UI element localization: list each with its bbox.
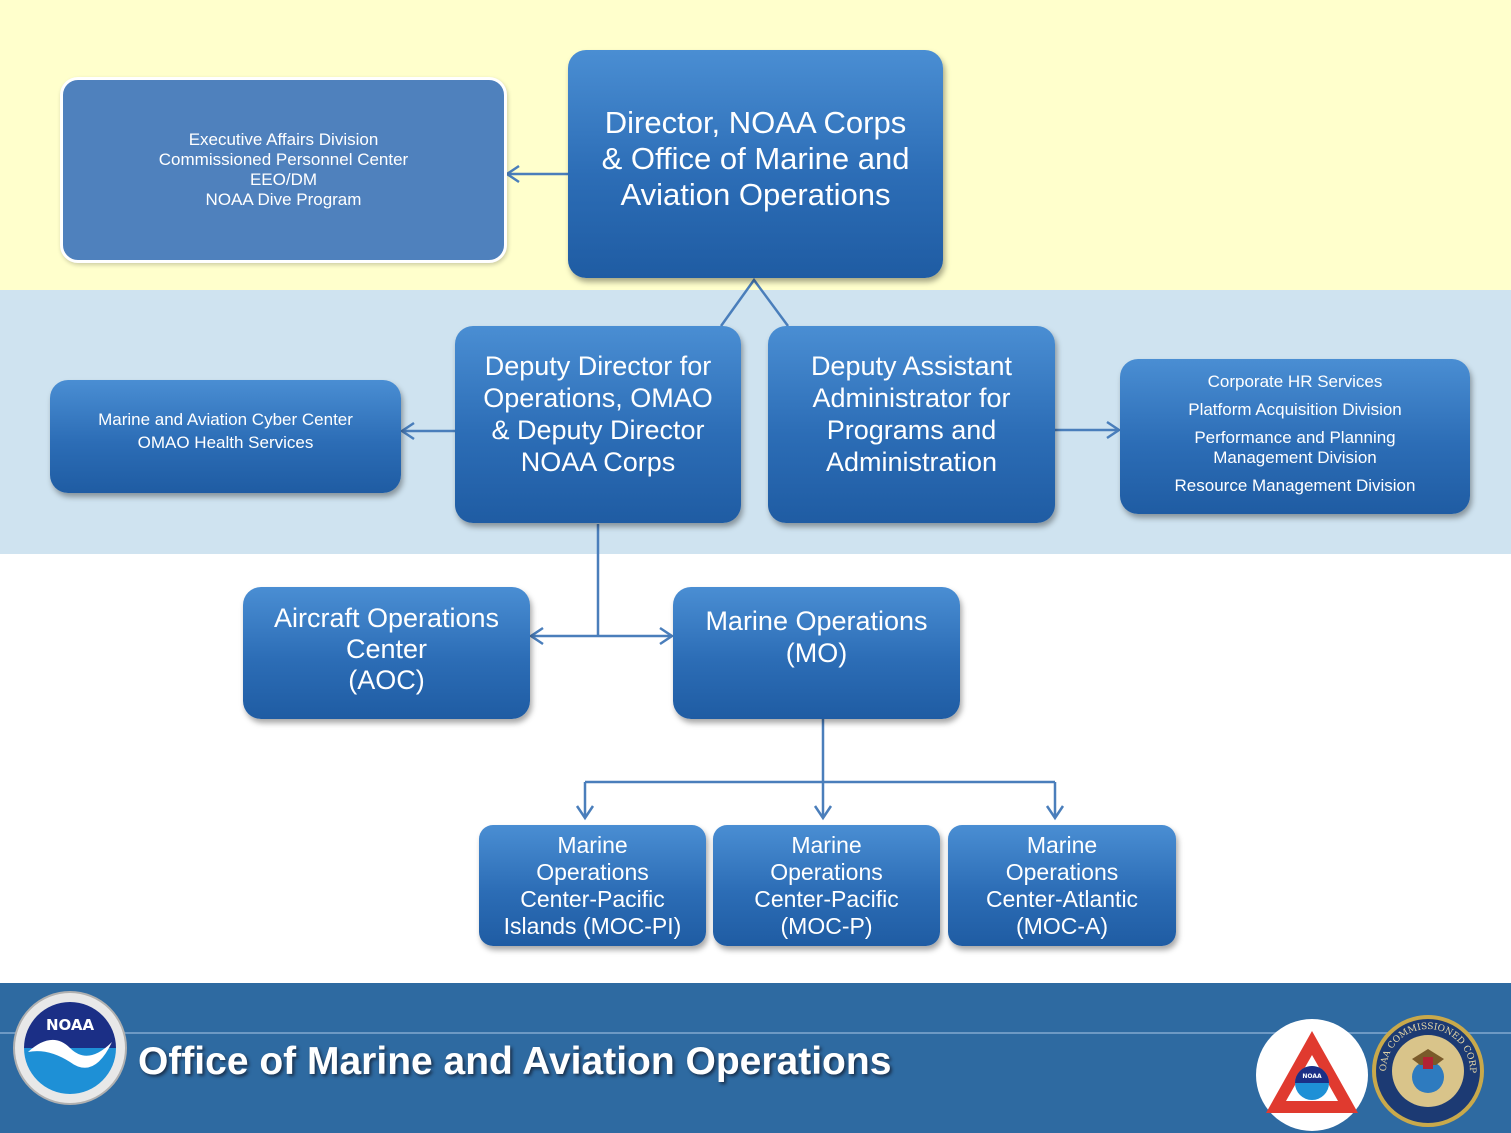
admin-division-item: Corporate HR Services [1207,371,1383,391]
mo-line: (MO) [785,638,848,668]
moc-p-line: Marine [791,831,862,858]
deputy-ops-line: & Deputy Director [491,414,705,445]
cyber-health-line: Marine and Aviation Cyber Center [98,409,353,429]
mo-box: Marine Operations (MO) [673,587,960,719]
admin-division-item: Performance and Planning [1194,427,1396,447]
aoc-line: Aircraft Operations [273,602,500,633]
noaa-logo-text: NOAA [46,1016,95,1034]
moc-pi-line: Islands (MOC-PI) [503,912,682,939]
deputy-ops-line: Operations, OMAO [483,382,713,413]
moc-p-line: Operations [770,858,883,885]
moc-a-line: Center-Atlantic [985,885,1139,912]
noaa-corps-seal-icon: NOAA COMMISSIONED CORPS [1372,1015,1484,1127]
arrowhead-mo [659,626,675,646]
moc-pi-line: Operations [536,858,649,885]
moc-pi-line: Center-Pacific [520,885,665,912]
deputy-ops-box: Deputy Director for Operations, OMAO & D… [455,326,741,523]
moc-a-line: (MOC-A) [1016,912,1108,939]
director-line: & Office of Marine and [601,141,910,176]
moc-p-line: Center-Pacific [754,885,899,912]
aoc-line: (AOC) [348,664,425,695]
aoc-box: Aircraft Operations Center (AOC) [243,587,530,719]
moc-pi-box: Marine Operations Center-Pacific Islands… [479,825,706,946]
deputy-admin-line: Programs and [826,414,997,445]
executive-staff-line: Executive Affairs Division [188,130,379,149]
moc-a-line: Marine [1026,831,1098,858]
footer-title: Office of Marine and Aviation Operations [138,1040,892,1083]
admin-division-item: Platform Acquisition Division [1188,399,1402,419]
moc-p-line: (MOC-P) [780,912,873,939]
director-line: Aviation Operations [620,177,891,212]
executive-staff-line: NOAA Dive Program [205,190,362,209]
deputy-admin-line: Administration [825,446,998,477]
deputy-admin-line: Administrator for [812,382,1011,413]
omao-logo-text: NOAA [1302,1073,1322,1080]
cyber-health-box: Marine and Aviation Cyber Center OMAO He… [50,380,401,493]
aoc-line: Center [345,633,428,664]
moc-a-box: Marine Operations Center-Atlantic (MOC-A… [948,825,1176,946]
cyber-health-line: OMAO Health Services [137,432,314,452]
admin-division-item: Management Division [1213,447,1377,467]
arrowhead-moc-p [813,805,833,821]
moc-a-line: Operations [1005,858,1119,885]
admin-division-item: Resource Management Division [1174,475,1416,495]
omao-triangle-logo-icon: NOAA [1256,1019,1368,1131]
moc-pi-line: Marine [557,831,628,858]
executive-staff-line: EEO/DM [249,170,318,189]
admin-divisions-box: Corporate HR Services Platform Acquisiti… [1120,359,1470,514]
executive-staff-box: Executive Affairs Division Commissioned … [60,77,507,263]
director-line: Director, NOAA Corps [604,105,907,140]
director-box: Director, NOAA Corps & Office of Marine … [568,50,943,278]
executive-staff-line: Commissioned Personnel Center [158,150,409,169]
deputy-ops-line: NOAA Corps [520,446,676,477]
deputy-admin-box: Deputy Assistant Administrator for Progr… [768,326,1055,523]
arrowhead-moc-pi [575,805,595,821]
arrowhead-aoc [528,626,544,646]
mo-line: Marine Operations [705,606,928,636]
arrowhead-moc-a [1045,805,1065,821]
footer-divider [0,1032,1511,1034]
noaa-logo-icon: NOAA [13,991,127,1105]
deputy-ops-line: Deputy Director for [484,350,712,381]
deputy-admin-line: Deputy Assistant [810,350,1013,381]
moc-p-box: Marine Operations Center-Pacific (MOC-P) [713,825,940,946]
